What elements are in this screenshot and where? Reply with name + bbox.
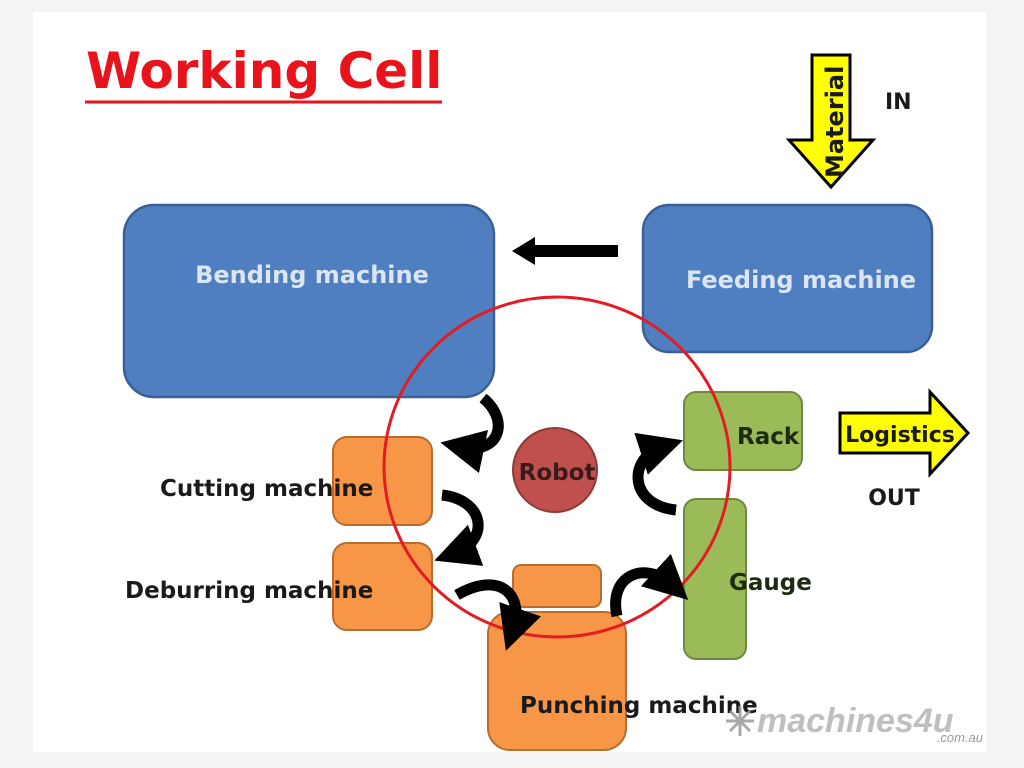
punch-to-gauge-arrow [610, 553, 689, 618]
watermark: machines4u .com.au [726, 702, 983, 745]
cut-to-deburr-arrow [434, 489, 484, 566]
deburr-to-punch-arrow [454, 579, 541, 651]
watermark-brand: machines4u [757, 702, 954, 740]
logistics-label: Logistics [845, 423, 955, 448]
punching-machine-head [512, 564, 602, 608]
robot [512, 427, 598, 513]
watermark-domain: .com.au [937, 730, 983, 745]
feeding-machine-label: Feeding machine [686, 266, 916, 294]
cutting-machine-label: Cutting machine [160, 476, 373, 502]
punching-machine-label: Punching machine [520, 693, 758, 719]
gauge-to-rack-arrow [632, 432, 683, 516]
cutting-machine [332, 436, 433, 526]
star-arrow-icon [726, 706, 754, 736]
out-label: OUT [868, 486, 920, 511]
rack-label: Rack [737, 424, 800, 450]
bending-machine [122, 203, 496, 399]
in-label: IN [885, 90, 912, 115]
robot-reach-circle [382, 295, 732, 639]
bending-machine-label: Bending machine [195, 261, 429, 289]
rack [683, 391, 803, 471]
gauge-label: Gauge [729, 570, 812, 596]
feeding-machine [641, 203, 934, 354]
robot-label: Robot [519, 460, 596, 486]
material-in-arrow: Material [785, 53, 877, 190]
deburring-machine-label: Deburring machine [125, 578, 373, 604]
feed-to-bend-arrow [512, 237, 618, 265]
bend-to-cut-arrow [440, 393, 504, 474]
page-title: Working Cell [86, 42, 442, 100]
material-label: Material [821, 66, 849, 178]
logistics-out-arrow: Logistics [838, 388, 971, 478]
punching-machine [487, 611, 627, 751]
